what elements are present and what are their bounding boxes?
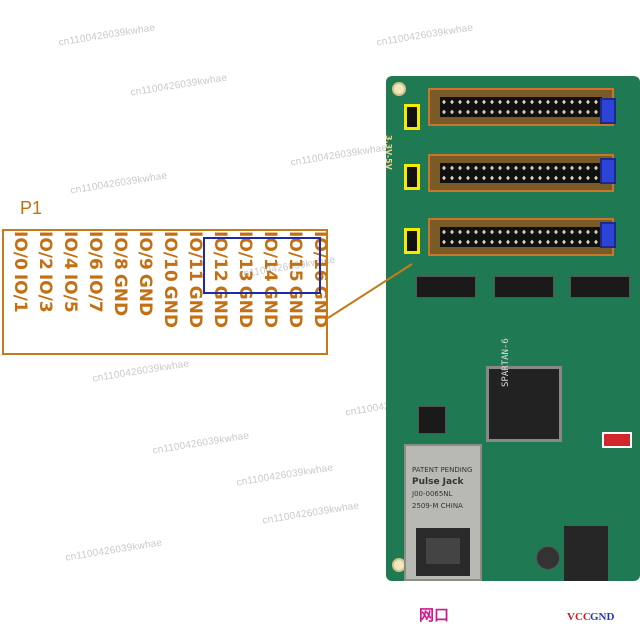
buffer-chip bbox=[494, 276, 554, 298]
yellow-jumper bbox=[404, 164, 420, 190]
buffer-chip bbox=[416, 276, 476, 298]
rj45-origin-text: 2509-M CHINA bbox=[412, 502, 463, 510]
small-chip bbox=[418, 406, 446, 434]
pin-label: IO/0 bbox=[10, 231, 30, 270]
buffer-chip bbox=[570, 276, 630, 298]
vcc-caption: VCC bbox=[567, 611, 591, 623]
pin-label: IO/4 bbox=[60, 231, 80, 270]
rj45-text: PATENT PENDING Pulse Jack J00-0065NL 250… bbox=[412, 464, 472, 512]
p1-title: P1 bbox=[20, 198, 43, 218]
rj45-port bbox=[416, 528, 470, 576]
yellow-jumper bbox=[404, 228, 420, 254]
pin-label: GND bbox=[160, 285, 180, 328]
rj45-model-text: J00-0065NL bbox=[412, 490, 453, 498]
rj45-patent-text: PATENT PENDING bbox=[412, 466, 473, 474]
yellow-jumper bbox=[404, 104, 420, 130]
pin-header-middle bbox=[428, 154, 614, 192]
network-port-caption: 网口 bbox=[419, 606, 450, 624]
pin-label: IO/1 bbox=[10, 273, 30, 313]
fpga-board-image: SPARTAN-6 PATENT PENDING Pulse Jack J00-… bbox=[386, 76, 640, 581]
blue-jumper bbox=[600, 222, 616, 248]
gnd-caption: GND bbox=[590, 611, 615, 623]
pin-label: GND bbox=[135, 273, 155, 317]
pin-label: IO/3 bbox=[35, 273, 55, 313]
pin-header-p1 bbox=[428, 218, 614, 256]
pin-label: IO/7 bbox=[85, 273, 105, 313]
pin-label: IO/8 bbox=[110, 231, 130, 270]
blue-jumper bbox=[600, 98, 616, 124]
pin-label: IO/9 bbox=[135, 231, 155, 270]
pin-label: IO/6 bbox=[85, 231, 105, 270]
pin-label: IO/10 bbox=[160, 231, 180, 282]
pin-label: IO/2 bbox=[35, 231, 55, 270]
rj45-jack: PATENT PENDING Pulse Jack J00-0065NL 250… bbox=[404, 444, 482, 581]
fpga-chip: SPARTAN-6 bbox=[486, 338, 562, 442]
capacitor bbox=[536, 546, 560, 570]
pin-label: GND bbox=[110, 273, 130, 317]
pin-label: IO/5 bbox=[60, 273, 80, 313]
power-jack bbox=[564, 526, 608, 581]
blue-jumper bbox=[600, 158, 616, 184]
gnd-highlight-box bbox=[203, 237, 321, 294]
red-jumper bbox=[602, 432, 632, 448]
rj45-brand-text: Pulse Jack bbox=[412, 477, 464, 487]
mounting-hole bbox=[392, 82, 406, 96]
